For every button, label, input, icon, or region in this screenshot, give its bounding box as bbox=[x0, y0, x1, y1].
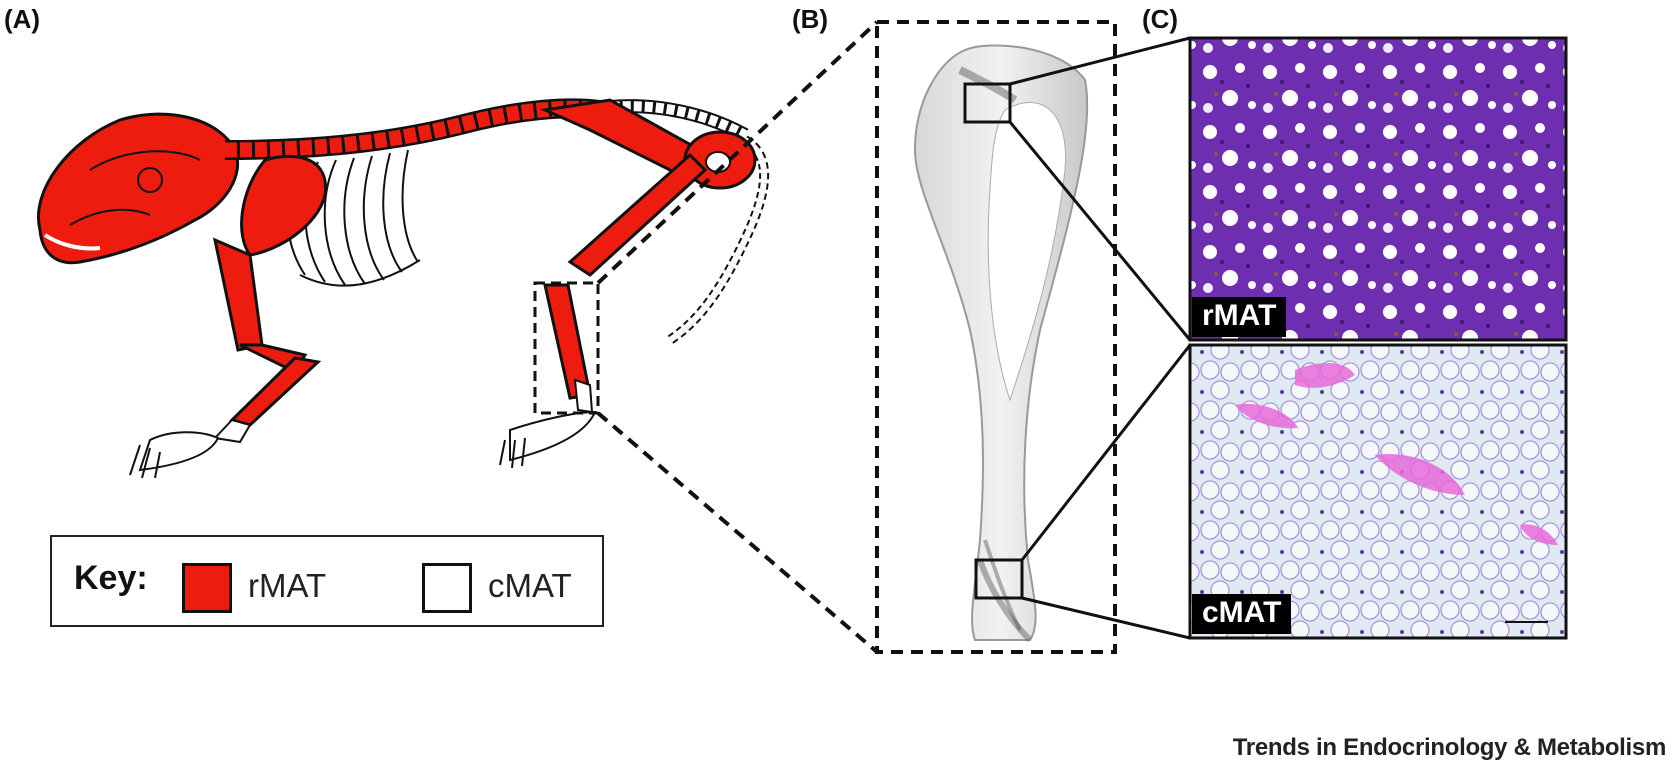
legend-label-rmat: rMAT bbox=[248, 567, 327, 604]
scapula bbox=[240, 154, 328, 257]
cmat-connector-top bbox=[1020, 344, 1192, 561]
panel-label-b: (B) bbox=[792, 4, 829, 34]
skeleton-illustration bbox=[37, 98, 770, 479]
rmat-connector-bottom bbox=[1008, 121, 1192, 341]
radius-ulna bbox=[229, 356, 322, 427]
legend-swatch-cmat bbox=[422, 563, 472, 613]
rmat-region-box bbox=[963, 82, 1012, 124]
humerus bbox=[212, 237, 264, 352]
panel-label-a: (A) bbox=[4, 4, 41, 34]
skull bbox=[37, 112, 240, 265]
cmat-tag: cMAT bbox=[1192, 594, 1292, 634]
zoom-connector-bottom bbox=[596, 411, 879, 654]
bone-panel-frame bbox=[875, 20, 1117, 654]
femur bbox=[567, 152, 708, 277]
panel-label-c: (C) bbox=[1142, 4, 1179, 34]
tibia bbox=[543, 283, 592, 400]
rmat-connector-top bbox=[1009, 36, 1191, 86]
tibia-microct bbox=[913, 44, 1089, 643]
rmat-histology-image bbox=[1188, 36, 1568, 342]
cmat-region-box bbox=[974, 558, 1024, 600]
zoom-connector-top bbox=[596, 20, 879, 285]
legend: Key: rMAT cMAT bbox=[50, 535, 604, 627]
legend-label-cmat: cMAT bbox=[488, 567, 572, 604]
cmat-histology-image bbox=[1188, 343, 1568, 640]
legend-title: Key: bbox=[74, 559, 148, 597]
rmat-tag: rMAT bbox=[1192, 297, 1287, 337]
front-paw bbox=[138, 431, 220, 472]
cmat-connector-bottom bbox=[1021, 596, 1191, 640]
journal-credit: Trends in Endocrinology & Metabolism bbox=[1232, 734, 1667, 761]
tibia-zoom-box bbox=[533, 281, 600, 415]
legend-swatch-rmat bbox=[182, 563, 232, 613]
